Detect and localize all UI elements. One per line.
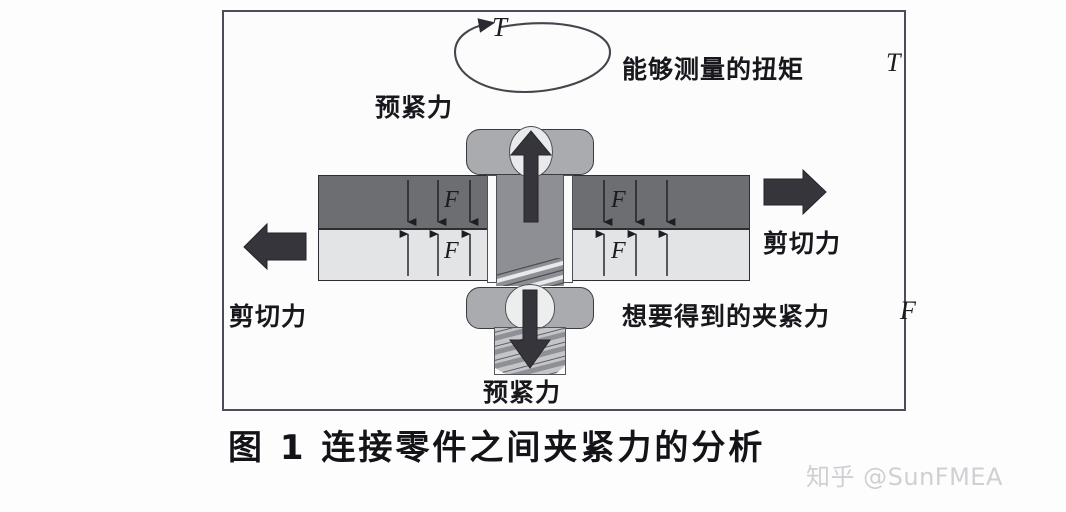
bolt-head-washer-oval (509, 126, 553, 178)
lower-left-plate (318, 229, 494, 281)
nut-washer-oval (505, 284, 555, 330)
bolt-threaded-tail (494, 327, 566, 375)
figure-caption: 图 1 连接零件之间夹紧力的分析 (228, 428, 766, 468)
watermark: 知乎 @SunFMEA (806, 463, 1003, 491)
label-shear-force-left: 剪切力 (229, 302, 308, 331)
clamping-force-symbol: F (900, 296, 916, 325)
force-symbol-upper-right: F (611, 187, 626, 213)
torque-symbol: T (886, 48, 901, 77)
force-symbol-lower-right: F (611, 238, 626, 264)
upper-right-plate (572, 175, 750, 229)
bolt-clearance-gap-right (563, 175, 573, 283)
force-symbol-lower-left: F (444, 238, 459, 264)
label-measurable-torque: 能够测量的扭矩 (622, 55, 805, 84)
label-desired-clamping-force: 想要得到的夹紧力 (622, 302, 831, 331)
label-preload-top: 预紧力 (375, 93, 454, 122)
bolt-clearance-gap-left (487, 175, 497, 283)
force-symbol-upper-left: F (444, 187, 459, 213)
lower-right-plate (572, 229, 750, 281)
label-shear-force-right: 剪切力 (763, 229, 842, 258)
upper-left-plate (318, 175, 494, 229)
torque-arc-symbol: T (492, 12, 508, 42)
label-preload-bottom: 预紧力 (483, 378, 562, 407)
bolt-thread-band (496, 258, 564, 286)
